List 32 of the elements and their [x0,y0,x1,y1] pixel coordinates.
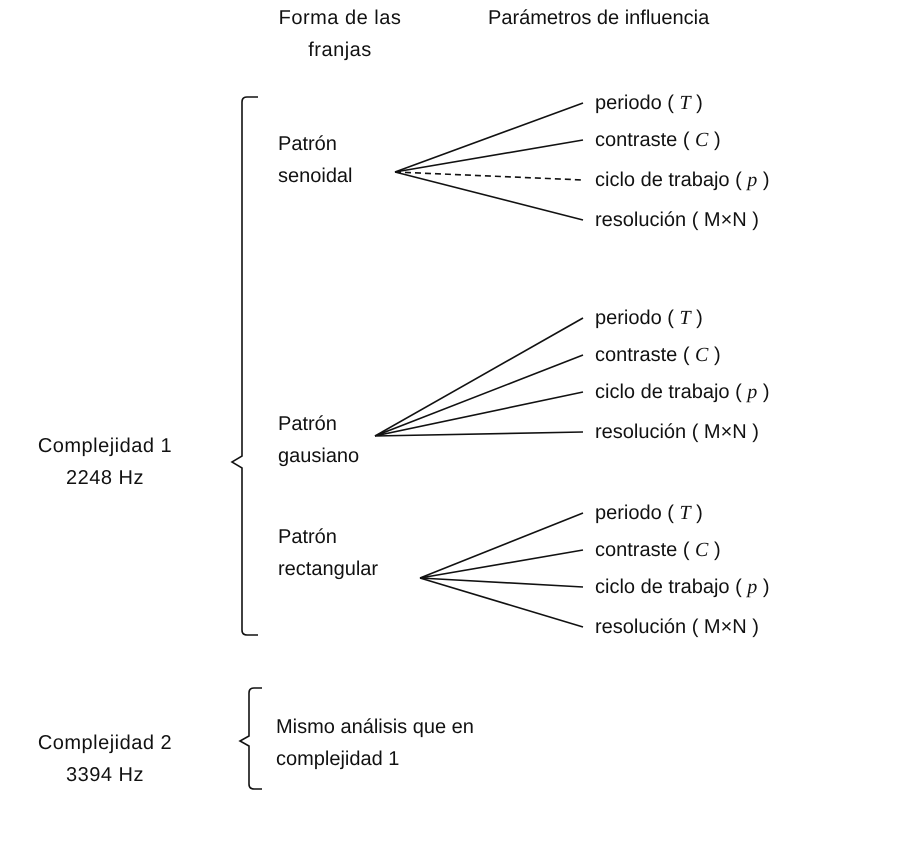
parameter-label: ciclo de trabajo ( p ) [583,164,883,196]
parameter-label: contraste ( C ) [583,124,883,156]
parameter-label: contraste ( C ) [583,534,883,566]
parameter-label: resolución ( M×N ) [583,204,883,236]
connector-line [374,391,584,437]
parameter-label: periodo ( T ) [583,87,883,119]
parameter-label: resolución ( M×N ) [583,416,883,448]
note-text: Mismo análisis que en complejidad 1 [276,715,475,772]
complexity-label: Complejidad 1 2248 Hz [36,434,174,491]
connector-line [420,577,584,628]
pattern-label: Patrón senoidal [278,128,395,192]
column-heading: Parámetros de influencia [488,6,710,31]
connector-line [374,317,584,437]
connector-line [394,102,584,173]
connector-line [394,171,584,221]
connector-line [394,139,584,173]
connector-line [394,171,584,181]
pattern-label: Patrón rectangular [278,521,420,585]
complexity-label: Complejidad 2 3394 Hz [36,731,174,788]
pattern-label: Patrón gausiano [278,408,375,472]
parameter-label: contraste ( C ) [583,339,883,371]
parameter-label: resolución ( M×N ) [583,611,883,643]
parameter-label: ciclo de trabajo ( p ) [583,376,883,408]
connector-line [420,549,584,579]
column-heading: Forma de las franjas [278,6,402,63]
connector-line [374,431,584,437]
parameter-label: periodo ( T ) [583,302,883,334]
parameter-label: periodo ( T ) [583,497,883,529]
parameter-label: ciclo de trabajo ( p ) [583,571,883,603]
connector-line [420,512,584,579]
connector-line [374,354,584,437]
connector-line [420,577,584,588]
